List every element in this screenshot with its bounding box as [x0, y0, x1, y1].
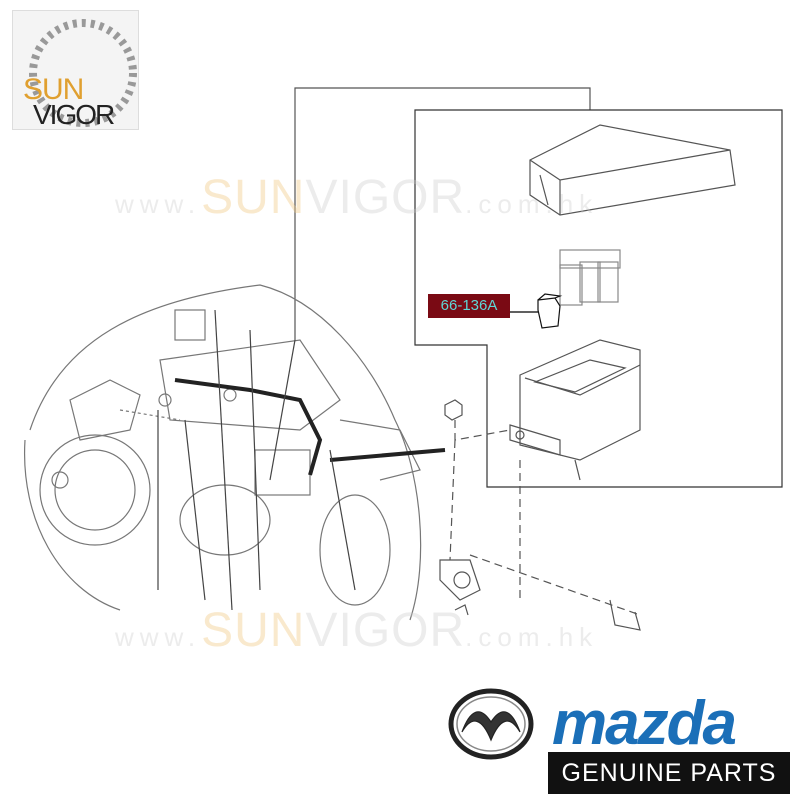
- sunvigor-logo: SUN VIGOR: [12, 10, 139, 130]
- part-number-label[interactable]: 66-136A: [428, 294, 510, 318]
- engine-bay-illustration: [23, 284, 422, 621]
- mazda-emblem-icon: [448, 688, 534, 760]
- logo-sun-text: SUN: [23, 73, 84, 106]
- bracket: [439, 559, 641, 631]
- genuine-parts-banner: GENUINE PARTS: [548, 752, 790, 794]
- callout-lines: [157, 309, 356, 611]
- watermark-bottom: www.SUNVIGOR.com.hk: [115, 604, 599, 657]
- logo-vigor-text: VIGOR: [33, 99, 115, 130]
- relay-group: [559, 249, 621, 306]
- fuse-block: [509, 339, 641, 481]
- wiring-harness: [174, 378, 446, 476]
- dashed-guide: [449, 420, 641, 616]
- fuse-part-66-136A[interactable]: [537, 293, 563, 329]
- watermark-top: www.SUNVIGOR.com.hk: [115, 171, 599, 224]
- fuse-box-cover: [529, 124, 736, 216]
- inner-callout-frame: [414, 109, 783, 488]
- mazda-wordmark: mazda: [552, 689, 737, 758]
- nut: [444, 399, 463, 421]
- outer-callout-frame: [294, 87, 591, 340]
